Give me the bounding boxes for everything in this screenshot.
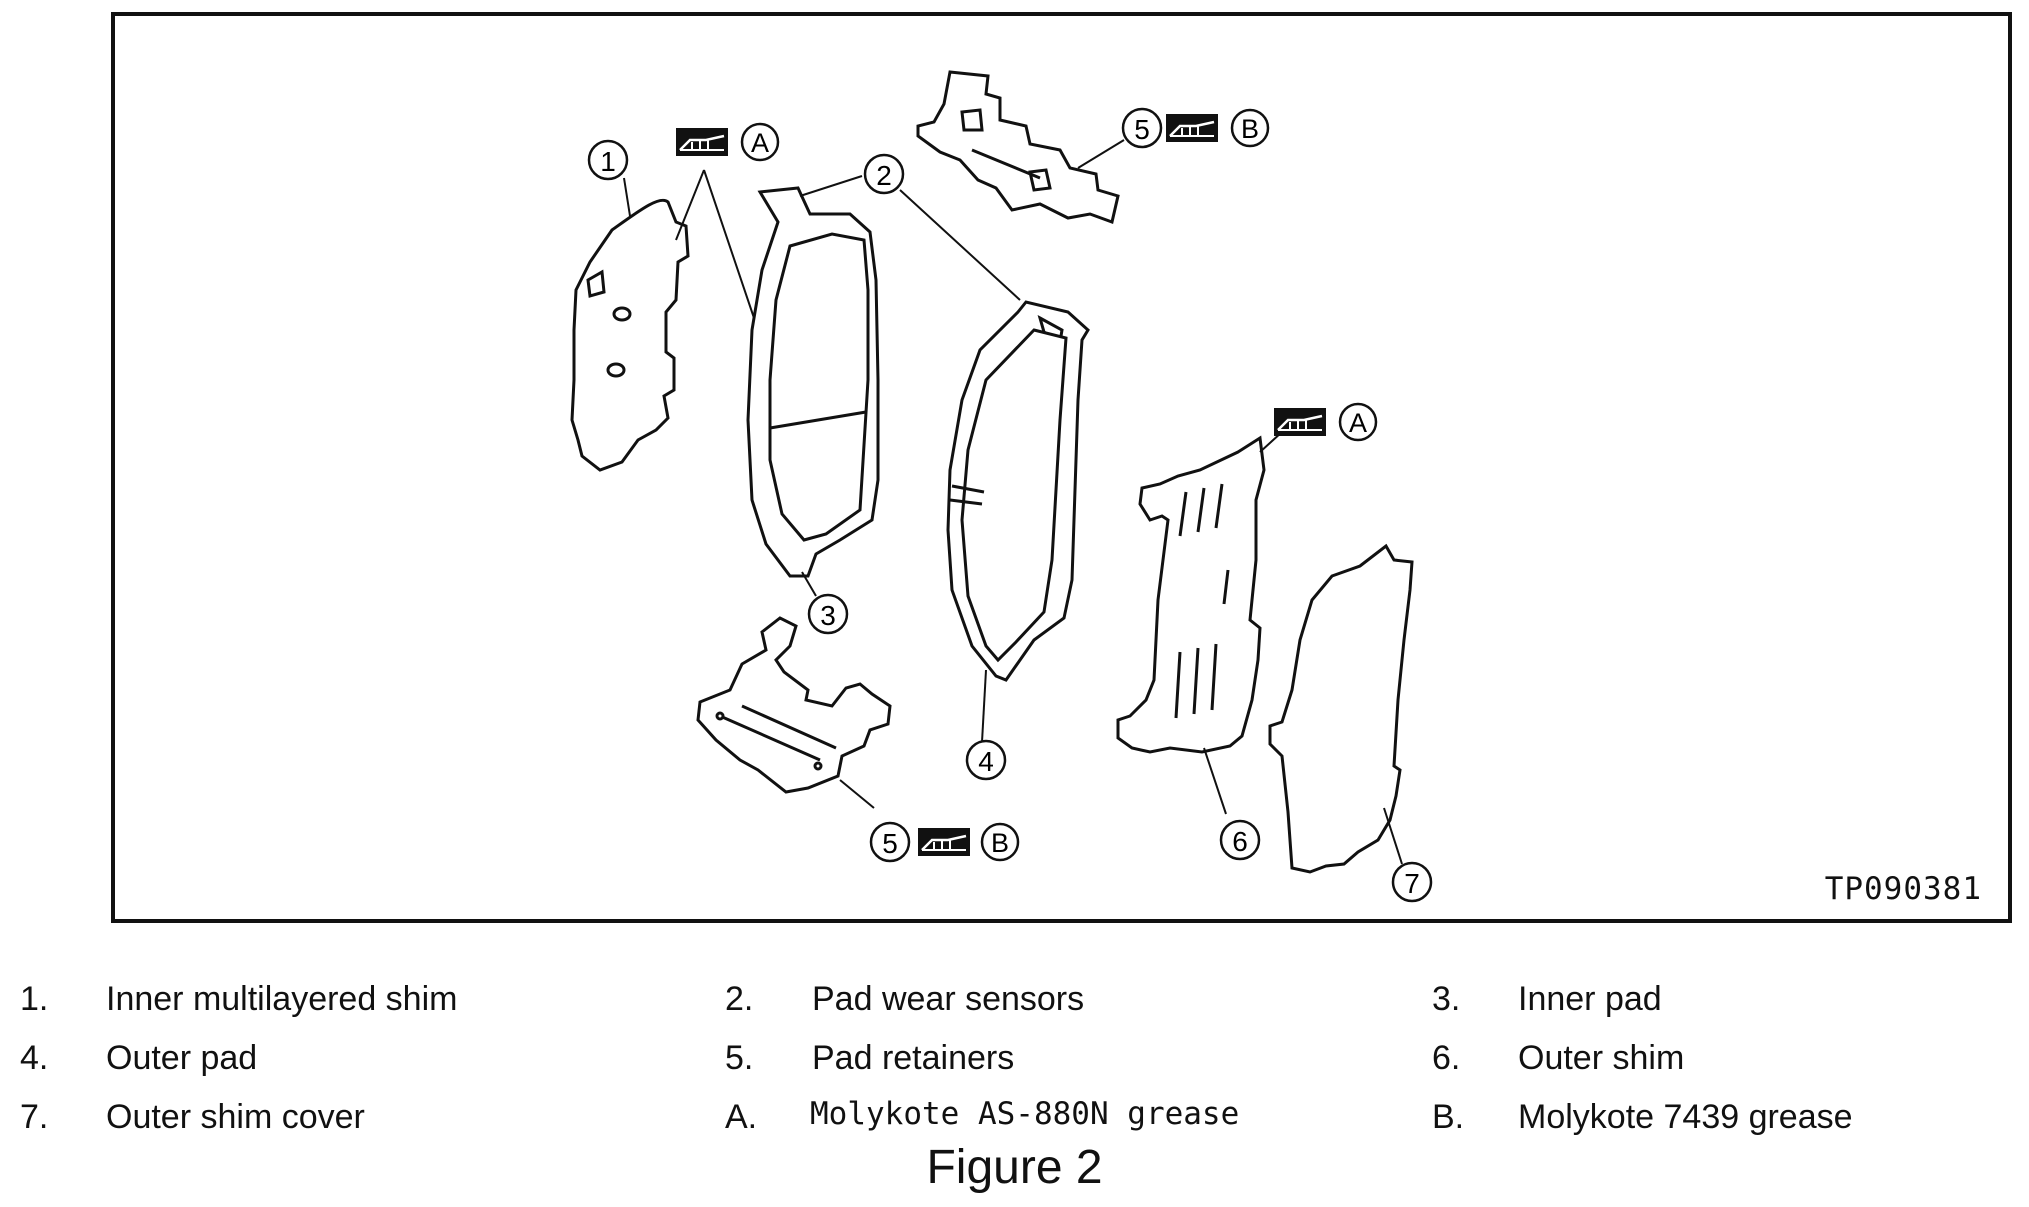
legend-number: 6.	[1432, 1039, 1461, 1077]
legend-row: 1. Inner multilayered shim 2. Pad wear s…	[0, 980, 2029, 1030]
grease-mark-a-upper: A	[674, 122, 780, 162]
legend-number: 1.	[20, 980, 49, 1018]
callout-7: 7	[1391, 861, 1433, 903]
svg-text:4: 4	[978, 746, 994, 777]
svg-text:5: 5	[1134, 114, 1150, 145]
svg-text:7: 7	[1404, 868, 1420, 899]
legend-row: 4. Outer pad 5. Pad retainers 6. Outer s…	[0, 1039, 2029, 1089]
legend-number: 5.	[725, 1039, 754, 1077]
legend-label: Inner multilayered shim	[106, 980, 458, 1018]
svg-text:1: 1	[600, 146, 616, 177]
legend-label: Inner pad	[1518, 980, 1662, 1018]
callout-1: 1	[587, 139, 629, 181]
legend-label: Outer shim	[1518, 1039, 1685, 1077]
inner-pad	[746, 186, 880, 578]
svg-text:2: 2	[876, 160, 892, 191]
callout-5-lower: 5	[869, 821, 911, 863]
legend-number: B.	[1432, 1098, 1465, 1136]
callout-5-upper: 5	[1121, 107, 1163, 149]
grease-mark-b-lower: B	[916, 822, 1020, 862]
callout-6: 6	[1219, 819, 1261, 861]
svg-text:A: A	[751, 128, 769, 158]
legend-number: 4.	[20, 1039, 49, 1077]
exploded-brake-pad-diagram: 1 2 3 4 5 5 6 7 A B A	[570, 70, 1433, 903]
svg-text:6: 6	[1232, 826, 1248, 857]
legend-number: A.	[725, 1098, 758, 1136]
svg-text:A: A	[1349, 408, 1367, 438]
legend-label: Pad retainers	[812, 1039, 1015, 1077]
diagram-frame: TP090381	[111, 12, 2012, 923]
legend-label: Molykote AS-880N grease	[810, 1096, 1240, 1132]
legend-label: Outer pad	[106, 1039, 258, 1077]
svg-text:5: 5	[882, 828, 898, 859]
outer-shim	[1116, 435, 1266, 754]
legend-label: Pad wear sensors	[812, 980, 1085, 1018]
upper-pad-retainer	[916, 70, 1120, 224]
grease-mark-a-lower: A	[1272, 402, 1378, 442]
legend-number: 3.	[1432, 980, 1461, 1018]
legend-row: 7. Outer shim cover A. Molykote AS-880N …	[0, 1096, 2029, 1148]
callout-2: 2	[863, 153, 905, 195]
legend-label: Molykote 7439 grease	[1518, 1098, 1853, 1136]
outer-pad	[946, 300, 1090, 682]
outer-shim-cover	[1268, 543, 1414, 874]
figure-caption: Figure 2	[926, 1141, 1103, 1194]
lower-pad-retainer	[696, 616, 892, 794]
inner-multilayered-shim	[570, 198, 690, 472]
grease-mark-b-upper: B	[1164, 108, 1270, 148]
legend-number: 2.	[725, 980, 754, 1018]
svg-text:B: B	[1241, 114, 1259, 144]
legend-number: 7.	[20, 1098, 49, 1136]
svg-text:B: B	[991, 828, 1009, 858]
reference-code: TP090381	[1824, 871, 1982, 907]
svg-text:3: 3	[820, 600, 836, 631]
leader-lines	[623, 139, 1403, 865]
callout-3: 3	[807, 593, 849, 635]
callout-4: 4	[965, 739, 1007, 781]
legend-label: Outer shim cover	[106, 1098, 365, 1136]
